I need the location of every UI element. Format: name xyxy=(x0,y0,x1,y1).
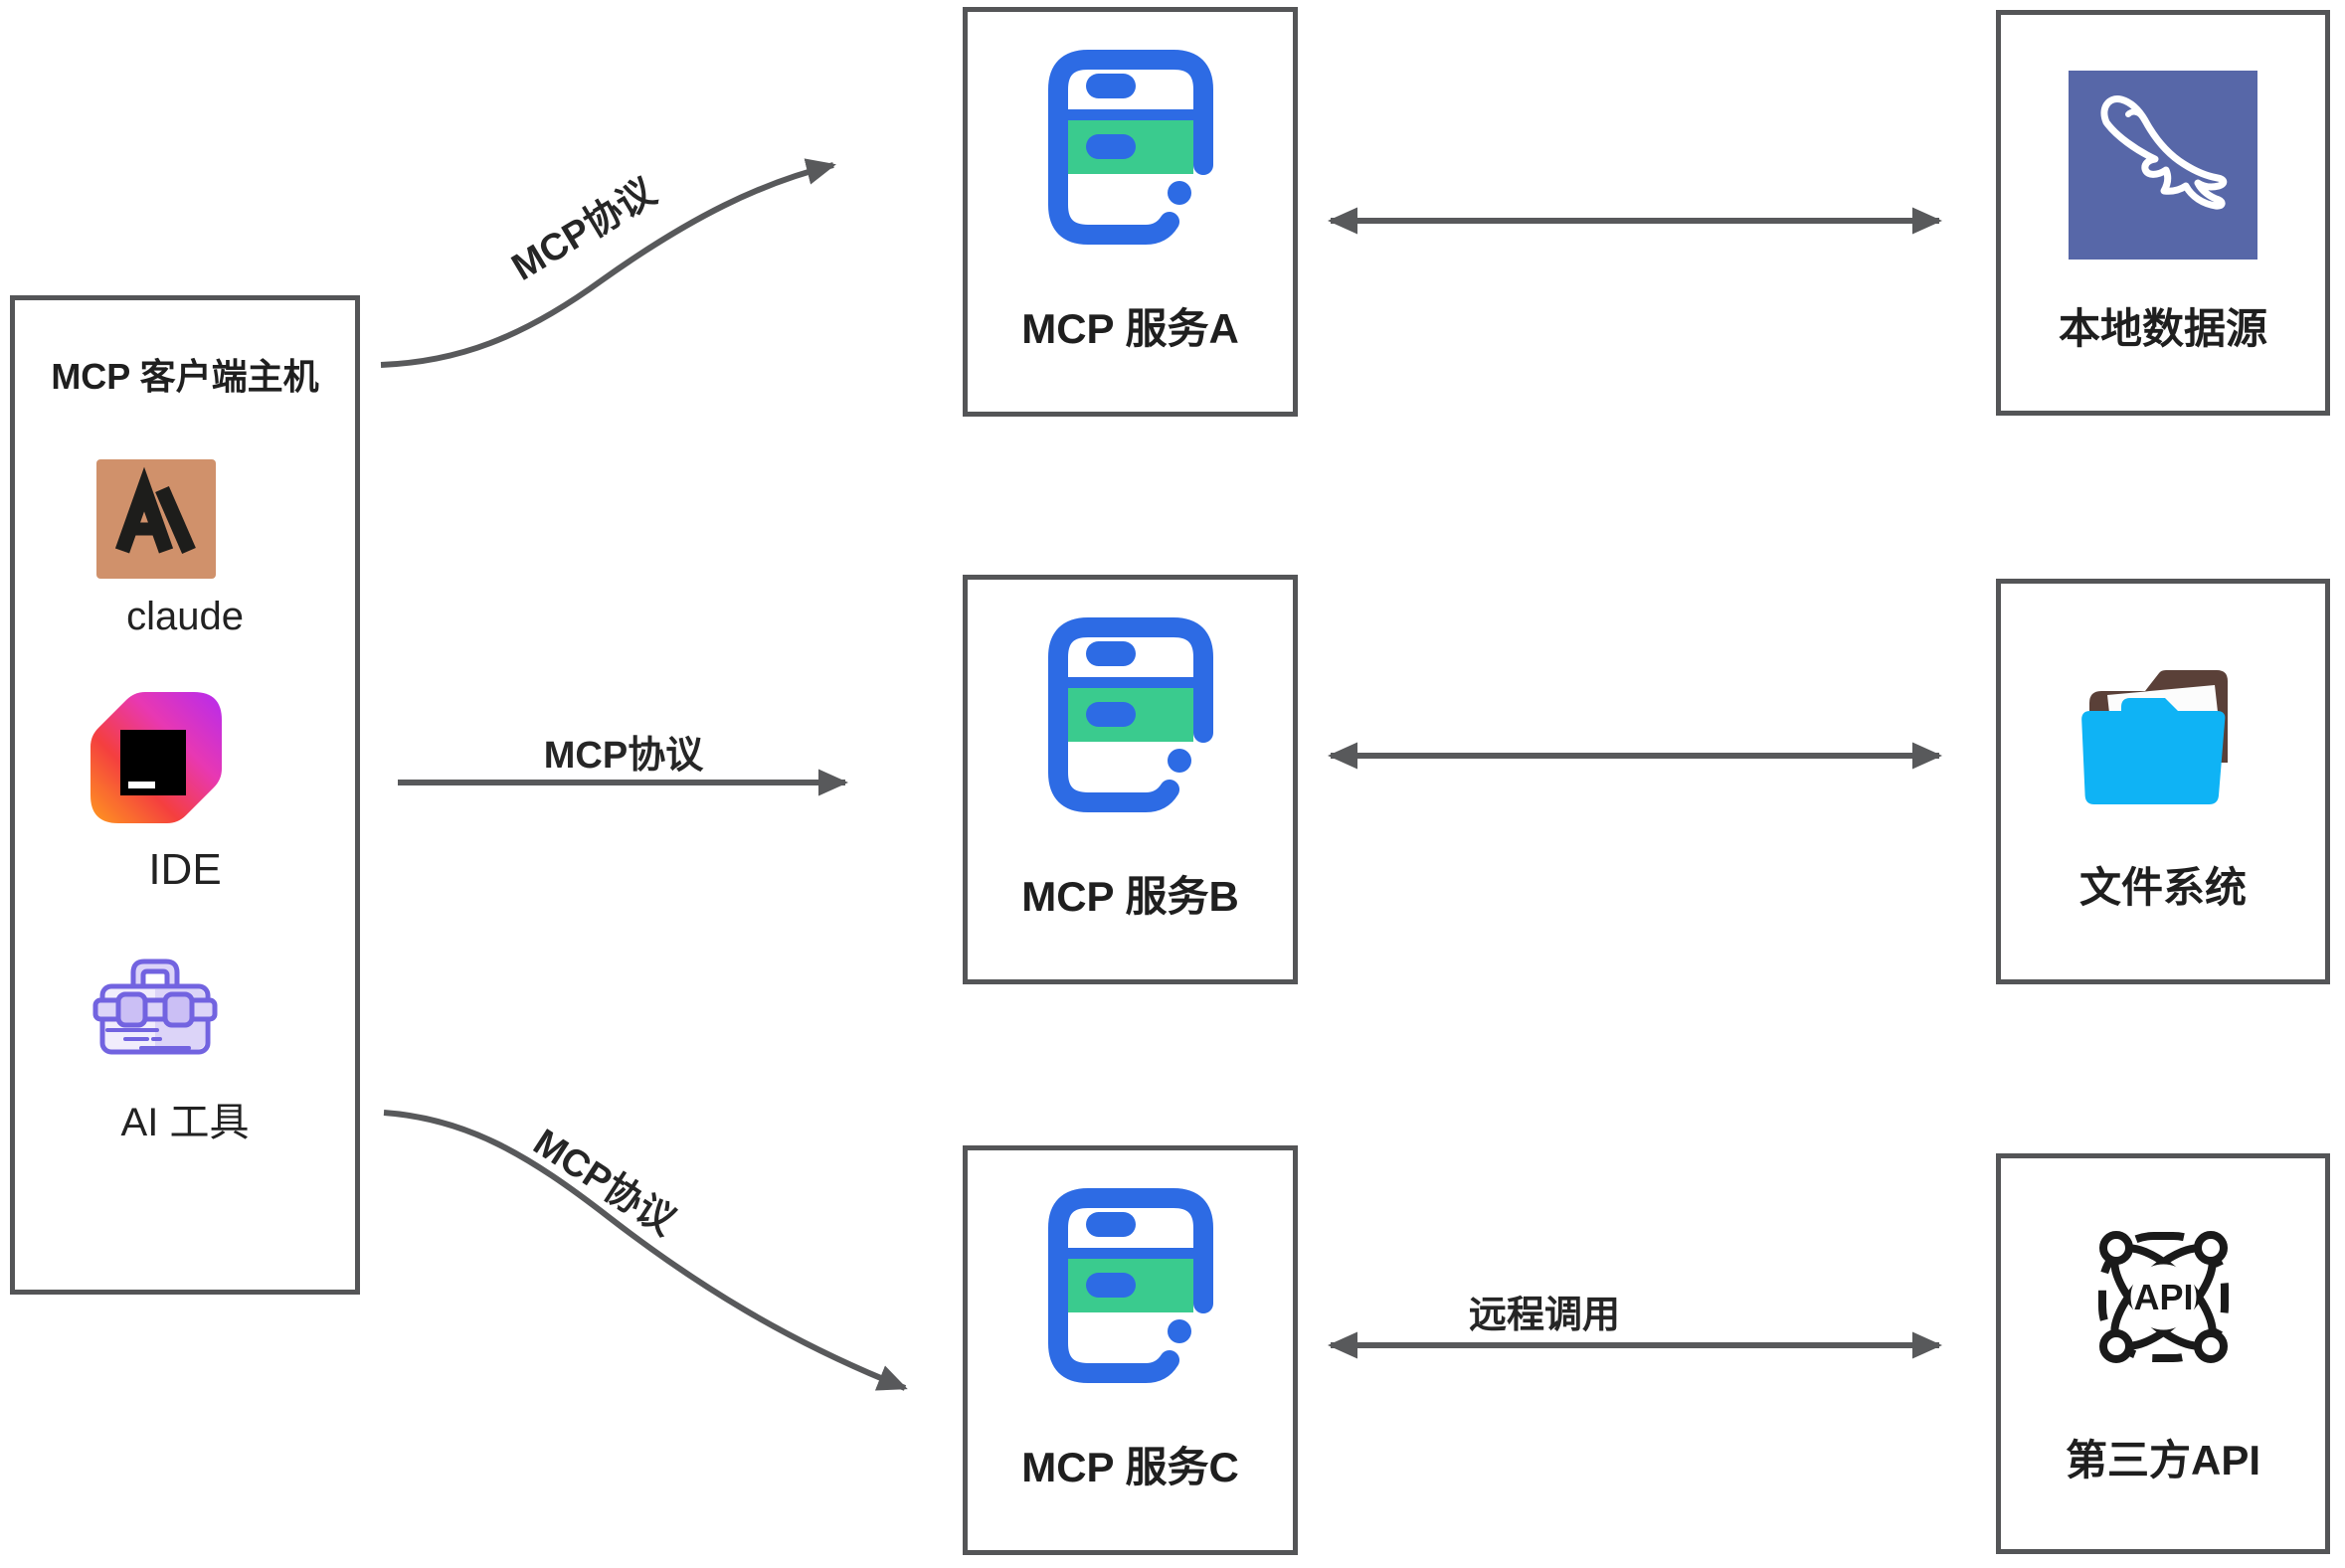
server-box-a: MCP 服务A xyxy=(963,7,1298,417)
ai-toolbox-icon xyxy=(92,958,218,1055)
resource-box-datasource: 本地数据源 xyxy=(1996,10,2330,416)
resource-box-filesystem: 文件系统 xyxy=(1996,579,2330,984)
server-b-label: MCP 服务B xyxy=(1021,873,1239,920)
resource-filesystem-label: 文件系统 xyxy=(2078,864,2247,911)
api-icon-text: API xyxy=(2133,1277,2193,1317)
resource-box-api: API 第三方API xyxy=(1996,1153,2330,1554)
mysql-dolphin-icon xyxy=(2069,71,2257,260)
api-icon: API xyxy=(2098,1231,2229,1363)
client-host-box: MCP 客户端主机 claude IDE xyxy=(10,295,360,1295)
client-item-claude-label: claude xyxy=(126,595,244,638)
edge-label-mcp-protocol-b: MCP协议 xyxy=(543,735,704,777)
ide-icon xyxy=(90,692,222,823)
edge-label-mcp-protocol-c: MCP协议 xyxy=(525,1121,683,1244)
resource-datasource-label: 本地数据源 xyxy=(2058,305,2267,352)
edge-label-remote-call: 远程调用 xyxy=(1468,1295,1620,1336)
server-icon xyxy=(1048,50,1213,245)
server-icon xyxy=(1048,617,1213,812)
server-box-b: MCP 服务B xyxy=(963,575,1298,984)
folder-icon xyxy=(2081,670,2228,804)
client-host-title: MCP 客户端主机 xyxy=(51,356,319,397)
arrow-client-to-server-c xyxy=(383,1110,908,1391)
client-item-ide-label: IDE xyxy=(148,845,222,894)
claude-icon xyxy=(96,459,216,579)
server-icon xyxy=(1048,1188,1213,1383)
server-a-label: MCP 服务A xyxy=(1021,305,1239,352)
client-item-ai-tools-label: AI 工具 xyxy=(120,1101,250,1144)
server-box-c: MCP 服务C xyxy=(963,1145,1298,1555)
resource-api-label: 第三方API xyxy=(2065,1437,2260,1483)
server-c-label: MCP 服务C xyxy=(1021,1444,1239,1490)
edge-label-mcp-protocol-a: MCP协议 xyxy=(504,171,663,289)
